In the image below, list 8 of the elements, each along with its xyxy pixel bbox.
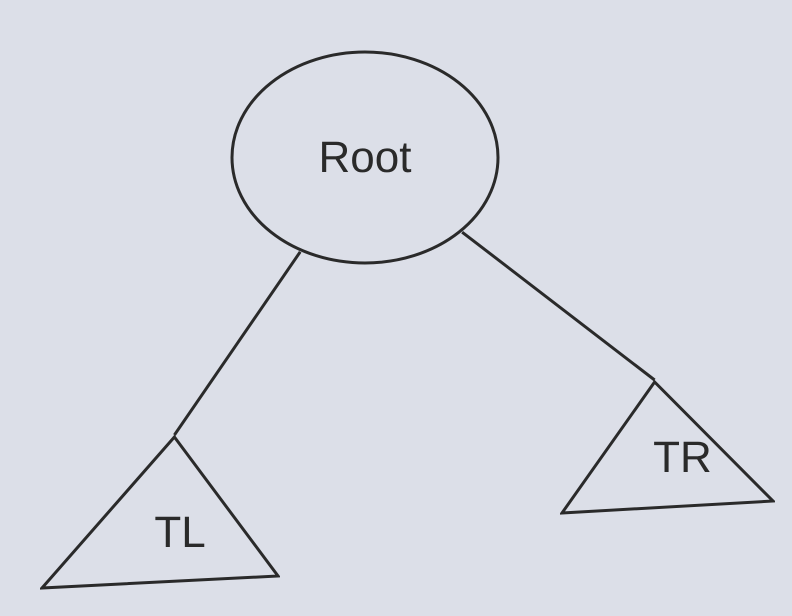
tree-edge-line (173, 250, 302, 436)
right-subtree-triangle (560, 380, 775, 515)
tree-edge-line (461, 230, 656, 382)
node-label: TL (154, 510, 206, 554)
node-label: TR (653, 436, 712, 480)
left-subtree-triangle (40, 435, 280, 590)
root-node-circle (230, 50, 500, 265)
node-label: Root (318, 136, 412, 180)
